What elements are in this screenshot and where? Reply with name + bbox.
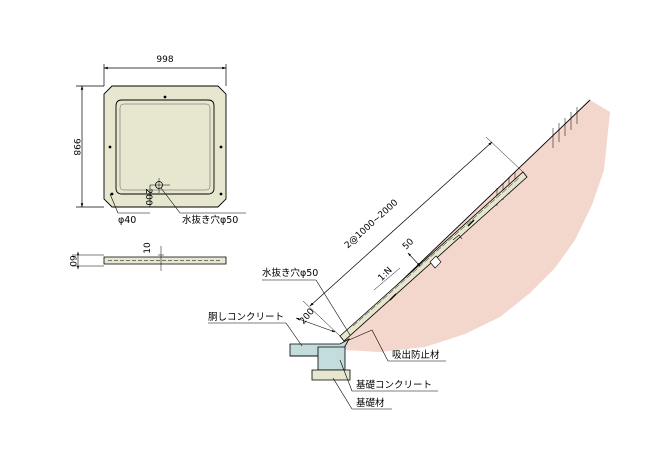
section-thickness-dim: 60: [67, 255, 77, 267]
cover-concrete-label: 胴しコンクリート: [208, 312, 284, 323]
span-dimension-line: [309, 141, 493, 307]
short-dim: 200: [298, 307, 317, 327]
gap-dim: 50: [401, 237, 416, 252]
span-dim: 2@1000~2000: [343, 198, 400, 251]
plan-width-dim: 998: [156, 55, 173, 65]
slope-view: 2@1000~2000 200 1:N 50 水抜き穴φ50 胴しコンクリート …: [208, 99, 610, 410]
plan-hole-dia: φ40: [118, 215, 136, 226]
slope-ratio: 1:N: [377, 266, 395, 284]
suction-prevention-label: 吸出防止材: [392, 349, 440, 361]
foundation-base: [311, 369, 351, 381]
foundation-concrete: [317, 346, 346, 371]
hole-marker: [219, 192, 223, 196]
slope-drain-hole-label: 水抜き穴φ50: [262, 267, 318, 279]
plan-drain-hole-label: 水抜き穴φ50: [182, 214, 238, 226]
plan-offset-dim: 200: [143, 188, 153, 205]
hole-marker: [163, 95, 167, 99]
hole-marker: [219, 145, 223, 149]
hole-marker: [110, 192, 114, 196]
slope-soil: [345, 100, 610, 352]
plan-height-dim: 998: [71, 138, 81, 155]
plan-view: 998 998 200 φ40 水抜き穴φ50: [71, 55, 246, 226]
plan-panel-inner-recess: [115, 99, 215, 195]
plan-panel: [103, 85, 227, 208]
section-rib-dim: 10: [143, 242, 153, 254]
hole-marker: [108, 145, 112, 149]
foundation-material-label: 基礎材: [356, 397, 385, 409]
section-view: 60 10: [67, 242, 227, 271]
foundation-concrete-label: 基礎コンクリート: [356, 379, 432, 391]
